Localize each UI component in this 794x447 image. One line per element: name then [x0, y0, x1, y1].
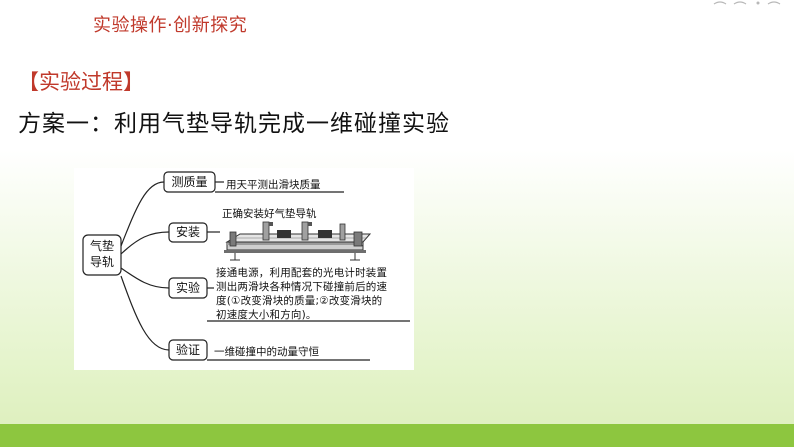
- connector-2: [120, 231, 170, 255]
- root-box: [82, 234, 122, 276]
- concept-map-lines: [82, 171, 410, 361]
- branch-label-measure-mass: 测质量: [171, 175, 208, 189]
- scheme-title: 方案一：利用气垫导轨完成一维碰撞实验: [18, 111, 450, 137]
- branch-label-experiment: 实验: [175, 281, 200, 295]
- connector-1: [120, 181, 165, 247]
- root-node-line-2: 导轨: [89, 255, 114, 269]
- air-track-icon: [224, 221, 372, 261]
- section-tag: 【实验过程】: [18, 70, 144, 94]
- desc-measure-mass: 用天平测出滑块质量: [226, 179, 321, 191]
- root-node-line-1: 气垫: [89, 239, 114, 253]
- desc-install: 正确安装好气垫导轨: [222, 208, 317, 220]
- concept-map: 气垫 导轨 测质量 安装 实验 验证 用天平测出滑块质量 正确安装好气垫导轨 接…: [74, 168, 414, 370]
- slide-header-title: 实验操作·创新探究: [93, 15, 248, 36]
- root-node-label: 气垫 导轨: [83, 238, 121, 270]
- branch-label-install: 安装: [175, 225, 200, 239]
- branch-box-4: [168, 339, 208, 361]
- branch-label-verify: 验证: [175, 343, 200, 357]
- desc-experiment: 接通电源，利用配套的光电计时装置 测出两滑块各种情况下碰撞前后的速 度(①改变滑…: [216, 267, 388, 321]
- connector-4: [120, 275, 170, 351]
- bottom-green-bar: [0, 424, 794, 447]
- desc-verify: 一维碰撞中的动量守恒: [214, 346, 319, 358]
- connector-3: [120, 267, 170, 289]
- corner-decoration-icon: [713, 1, 781, 5]
